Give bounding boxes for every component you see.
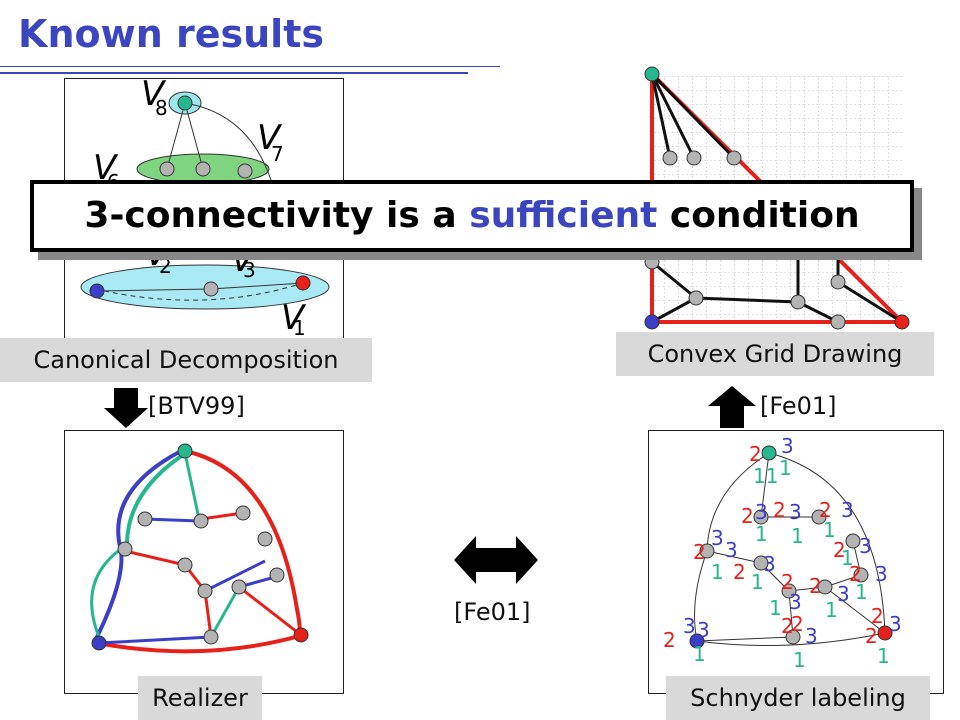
svg-text:1: 1 (751, 570, 764, 594)
title-rule (0, 72, 468, 74)
arrow-up-icon (708, 386, 756, 428)
convex-grid-label: Convex Grid Drawing (616, 332, 934, 376)
svg-text:1: 1 (823, 518, 836, 542)
svg-text:1: 1 (825, 598, 838, 622)
svg-text:3: 3 (683, 614, 696, 638)
citation-up: [Fe01] (760, 392, 837, 420)
svg-text:3: 3 (781, 434, 794, 458)
realizer-panel (64, 430, 344, 694)
svg-text:2: 2 (773, 498, 786, 522)
title-rule (0, 66, 500, 67)
svg-text:1: 1 (793, 648, 806, 672)
svg-text:7: 7 (271, 142, 284, 166)
svg-text:2: 2 (809, 574, 822, 598)
realizer-label: Realizer (138, 676, 262, 720)
svg-text:11: 11 (753, 464, 778, 488)
svg-text:2: 2 (865, 624, 878, 648)
svg-text:V: V (257, 118, 283, 158)
svg-text:3: 3 (697, 618, 710, 642)
svg-text:3: 3 (711, 526, 724, 550)
arrow-down-icon (104, 388, 148, 428)
svg-text:2: 2 (833, 538, 846, 562)
svg-text:1: 1 (779, 456, 792, 480)
svg-text:1: 1 (841, 546, 854, 570)
banner-statement: 3-connectivity is a sufficient condition (30, 180, 914, 252)
svg-text:2: 2 (159, 254, 172, 278)
svg-text:3: 3 (875, 562, 888, 586)
svg-text:3: 3 (789, 500, 802, 524)
svg-text:3: 3 (725, 538, 738, 562)
svg-text:1: 1 (293, 316, 306, 340)
canonical-decomposition-figure: V 8 V 7 V 6 V 2 V 3 V 1 (80, 74, 330, 340)
svg-text:8: 8 (155, 96, 168, 120)
svg-text:1: 1 (877, 644, 890, 668)
svg-text:1: 1 (755, 522, 768, 546)
page-title: Known results (18, 12, 324, 56)
svg-text:2: 2 (819, 498, 832, 522)
schnyder-label: Schnyder labeling (666, 676, 930, 720)
svg-text:3: 3 (841, 498, 854, 522)
citation-middle: [Fe01] (454, 598, 531, 626)
svg-text:1: 1 (693, 642, 706, 666)
svg-text:2: 2 (849, 562, 862, 586)
svg-text:3: 3 (763, 552, 776, 576)
svg-text:2: 2 (791, 612, 804, 636)
svg-text:2: 2 (693, 540, 706, 564)
vertex-v8 (177, 95, 193, 111)
svg-text:2: 2 (781, 570, 794, 594)
svg-text:3: 3 (789, 590, 802, 614)
svg-text:2: 2 (871, 604, 884, 628)
svg-text:3: 3 (243, 258, 256, 282)
svg-text:3: 3 (755, 500, 768, 524)
svg-text:1: 1 (711, 560, 724, 584)
citation-down: [BTV99] (148, 392, 245, 420)
canonical-decomposition-label: Canonical Decomposition (0, 338, 372, 382)
svg-text:2: 2 (663, 628, 676, 652)
banner-text-before: 3-connectivity is a (84, 195, 470, 236)
svg-text:1: 1 (855, 580, 868, 604)
svg-text:2: 2 (741, 504, 754, 528)
svg-text:V: V (281, 298, 307, 338)
svg-text:3: 3 (859, 534, 872, 558)
banner-highlight: sufficient (469, 195, 658, 236)
svg-text:3: 3 (889, 612, 902, 636)
svg-text:1: 1 (791, 524, 804, 548)
banner-text-after: condition (657, 195, 860, 236)
svg-text:1: 1 (769, 596, 782, 620)
svg-text:2: 2 (781, 614, 794, 638)
double-arrow-icon (454, 536, 538, 584)
svg-text:3: 3 (805, 624, 818, 648)
svg-text:V: V (141, 79, 167, 114)
svg-text:2: 2 (733, 560, 746, 584)
realizer-figure (90, 443, 309, 654)
svg-text:2: 2 (749, 442, 762, 466)
svg-text:3: 3 (837, 582, 850, 606)
